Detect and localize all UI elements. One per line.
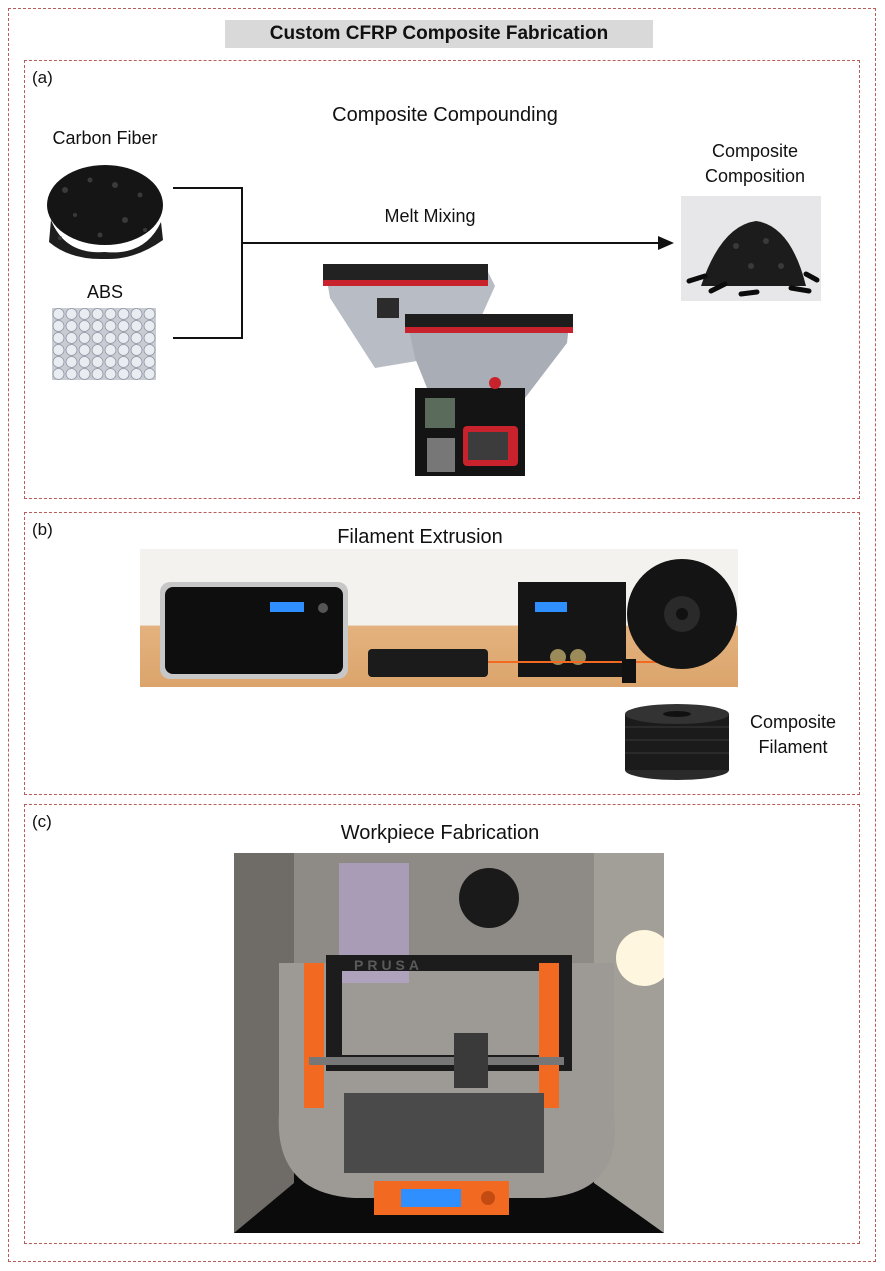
compounding-machine-image: [315, 258, 575, 480]
carbon-fiber-image: [45, 160, 165, 260]
panel-c: [24, 804, 860, 1244]
composite-filament-label-2: Filament: [758, 737, 828, 757]
panel-b-heading: Filament Extrusion: [337, 526, 503, 548]
panel-a-heading: Composite Compounding: [332, 104, 558, 126]
panel-a-label: (a): [32, 68, 53, 87]
composite-composition-label-2: Composition: [704, 166, 806, 186]
printer-logo-text: PRUSA: [354, 957, 424, 973]
panel-c-heading: Workpiece Fabrication: [340, 822, 540, 844]
panel-a: [24, 60, 860, 499]
panel-b-label: (b): [32, 520, 53, 539]
composite-composition-label-1: Composite: [711, 141, 799, 161]
abs-label: ABS: [86, 282, 124, 302]
composite-composition-image: [681, 196, 821, 301]
figure-border: [8, 8, 876, 1262]
panel-b: [24, 512, 860, 795]
arrow-head-icon: [658, 236, 674, 250]
printer-enclosure-image: PRUSA: [234, 853, 664, 1233]
melt-mixing-label: Melt Mixing: [384, 206, 476, 226]
panel-c-label: (c): [32, 812, 52, 831]
composite-filament-label-1: Composite: [749, 712, 837, 732]
carbon-fiber-label: Carbon Fiber: [52, 128, 158, 148]
extrusion-line-image: [140, 549, 738, 687]
abs-image: [52, 308, 156, 380]
filament-spool-image: [622, 702, 732, 782]
figure-title: Custom CFRP Composite Fabrication: [225, 20, 653, 48]
